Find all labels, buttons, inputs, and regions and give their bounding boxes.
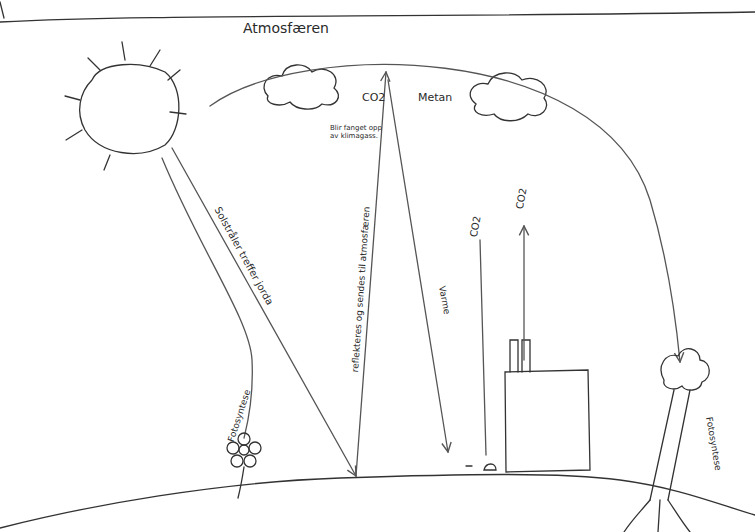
photosynthesis-label: Fotosyntese xyxy=(704,416,724,471)
emission-arrow xyxy=(523,226,524,360)
gas-label: Metan xyxy=(418,92,452,105)
atmosphere-label: Atmosfæren xyxy=(243,20,329,36)
photosynthesis-curve xyxy=(162,158,252,438)
tree-symbol xyxy=(624,349,709,532)
cloud-symbol xyxy=(470,73,546,121)
emission-line xyxy=(480,240,486,455)
reflection-label: reflekteres og sendes til atmosfæren xyxy=(350,206,372,372)
sun-symbol xyxy=(65,42,186,170)
photosynthesis-arc xyxy=(210,64,680,362)
heat-arrow xyxy=(388,80,448,452)
heat-label: Varme xyxy=(437,285,452,315)
atmosphere-line xyxy=(0,12,755,22)
flower-symbol xyxy=(227,433,261,498)
emission-label: CO2 xyxy=(514,187,529,210)
sunray-label: Solstråler treffer jorda xyxy=(212,205,276,307)
gas-label: CO2 xyxy=(362,92,385,105)
border-mark xyxy=(0,2,4,18)
sunray-arrow xyxy=(172,148,356,476)
note-label: Blir fanget opp av klimagass. xyxy=(330,124,392,140)
ground-line xyxy=(0,475,755,529)
emission-label: CO2 xyxy=(468,215,483,238)
